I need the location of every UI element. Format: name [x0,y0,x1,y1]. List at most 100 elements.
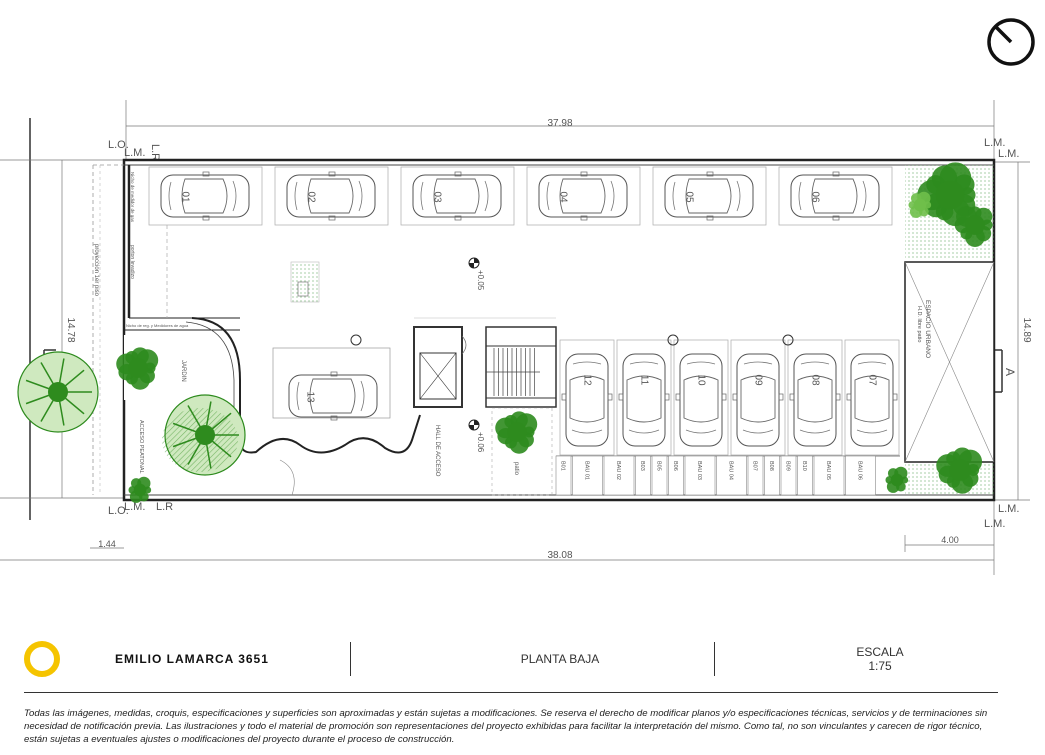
car-icon [538,171,628,221]
tree-icon [17,351,99,433]
dimension-left-label: 14.78 [65,317,76,342]
scale-box: ESCALA 1:75 [820,645,940,673]
parking-number: 04 [557,191,568,203]
storage-label: B06 [672,461,678,471]
car-icon [846,353,898,447]
section-label-right: A [1003,368,1017,376]
plant-icon [495,411,538,454]
label-lr-top: L.R [149,144,161,161]
storage-label: B08 [768,461,774,471]
label-lr-bottom: L.R [156,501,173,513]
parking-number: 09 [752,374,763,386]
parking-number: 11 [638,375,649,386]
level-marker-icon [468,257,480,269]
dimension-bottom [0,500,995,575]
car-icon [286,171,376,221]
parking-number: 08 [809,374,820,386]
parking-number: 03 [431,191,442,203]
parking-number: 12 [581,374,592,386]
label-lm-right-bottom2: L.M. [984,518,1005,530]
car-13-icon [288,371,378,421]
car-icon [732,353,784,447]
plant-icon [908,191,932,218]
storage-unit [572,455,603,496]
plant-icon [936,447,983,494]
plant-icon [128,476,152,503]
parking-number: 05 [683,191,694,203]
car-icon [618,353,670,447]
dimension-sides [0,118,1030,520]
parking-number-13: 13 [304,391,315,403]
parking-number: 10 [695,374,706,386]
dimension-bottom-left-label: 1.44 [98,539,116,549]
storage-label: B05 [656,461,662,471]
storage-unit [747,455,764,496]
footer-rule [24,692,998,693]
sheet-title: PLANTA BAJA [520,652,600,666]
label-hall: HALL DE ACCESO [434,425,440,477]
level-label-2: +0.06 [476,432,485,453]
storage-label: BAU 04 [728,461,734,480]
scale-value: 1:75 [868,659,892,673]
label-lm-bottom-right: L.M. [998,503,1019,515]
dimension-top-label: 37.98 [547,118,572,129]
storage-unit [764,455,780,496]
car-icon [664,171,754,221]
label-nicho-gas: Nicho de medidor de gas [130,172,135,223]
storage-label: B10 [801,461,807,471]
label-lm-top-left: L.M. [124,147,145,159]
label-lm-right-top2: L.M. [984,137,1005,149]
plant-icon [885,466,909,493]
label-espacio-sub: H.D. libre patio [916,306,922,342]
dimension-bottom-right-label: 4.00 [941,535,959,545]
car-icon [160,171,250,221]
brand-logo-icon [24,641,60,677]
parking-number: 06 [809,191,820,203]
storage-unit [716,455,747,496]
footer-separator [350,642,351,676]
storage-unit [684,455,716,496]
label-lm-top-right: L.M. [998,148,1019,160]
storage-label: B03 [639,461,645,471]
storage-unit [797,455,813,496]
footer-separator [714,642,715,676]
plant-icon [954,206,993,247]
plant-icon [116,347,159,390]
parking-number: 02 [305,191,316,203]
vegetation [17,162,993,503]
storage-unit [813,455,845,496]
label-patio: patio [513,462,519,476]
storage-label: BAU 06 [857,461,863,480]
parking-top: 01 02 03 04 05 06 [148,166,893,226]
level-label-1: +0.05 [476,270,485,291]
storage-label: B07 [752,461,758,471]
dimension-bottom-label: 38.08 [547,550,572,561]
storage-label: BAU 03 [696,461,702,480]
label-jardin: JARDIN [180,360,186,382]
label-lo-bottom: L.O. [108,505,129,517]
storage-label: BAU 02 [615,461,621,480]
car-icon [789,353,841,447]
storage-label: BAU 05 [825,461,831,480]
label-lm-bottom-left: L.M. [124,501,145,513]
car-icon [790,171,880,221]
label-acceso: ACCESO PEATONAL [138,420,144,474]
storage-unit [780,455,797,496]
storage-unit [603,455,635,496]
car-icon [412,171,502,221]
storage-unit [845,455,876,496]
storage-unit [635,455,651,496]
label-porton: porton levadizo [129,245,135,279]
disclaimer-text: Todas las imágenes, medidas, croquis, es… [24,708,988,745]
storage-label: BAU 01 [584,461,590,480]
parking-number: 01 [179,191,190,203]
columns [350,334,794,346]
core [413,317,557,408]
scale-label: ESCALA [856,645,904,659]
storage-label: B01 [560,461,566,471]
stairs [486,348,540,396]
storage-label: B09 [785,461,791,471]
floor-plan: 37.98 38.08 1.44 4.00 14.78 14.89 L.O. L… [0,18,1035,575]
dimension-top [125,100,995,160]
